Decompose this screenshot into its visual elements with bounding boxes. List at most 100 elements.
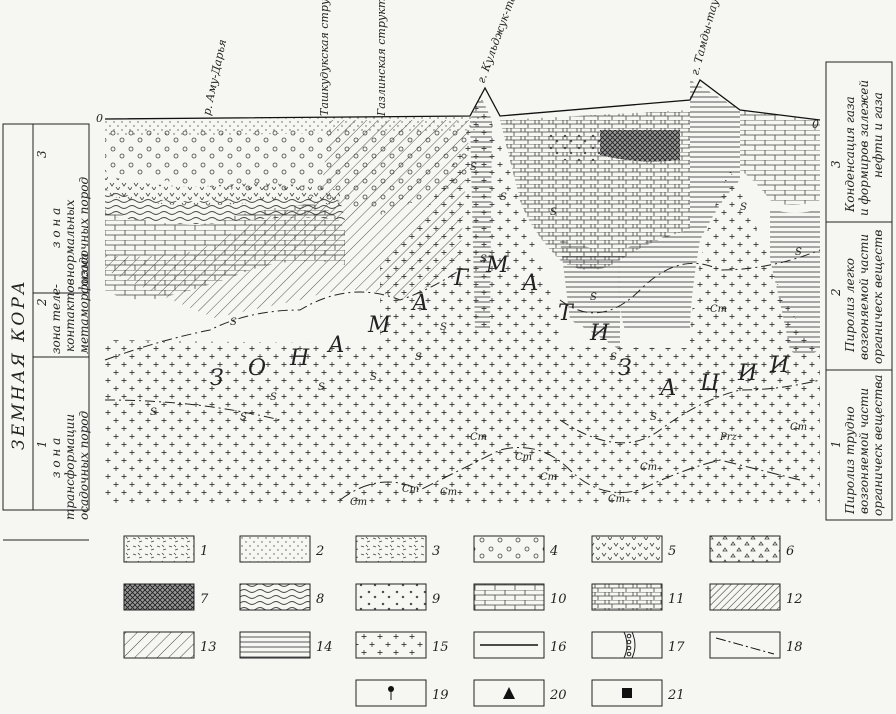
legend-item-7: 7	[123, 583, 209, 611]
svg-text:И: И	[769, 353, 790, 378]
legend-number: 4	[549, 544, 558, 559]
svg-text:Пиролиз легко: Пиролиз легко	[843, 258, 857, 353]
cross-layer	[600, 130, 680, 162]
zero-mark-right: 0	[812, 118, 819, 131]
tamdy-column	[618, 80, 740, 330]
svg-text:Cm: Cm	[440, 487, 457, 498]
svg-text:S: S	[550, 207, 557, 218]
svg-text:S: S	[590, 292, 597, 303]
legend-number: 13	[200, 640, 217, 655]
zone-letters: З О Н А М А Г М А Т И З А Ц И И	[210, 253, 790, 401]
svg-text:3: 3	[829, 160, 843, 168]
zero-mark-left: 0	[96, 112, 103, 125]
svg-text:Cm: Cm	[540, 472, 557, 483]
svg-text:3: 3	[35, 150, 49, 158]
legend-item-4: 4	[473, 535, 558, 563]
svg-text:О: О	[248, 356, 266, 381]
svg-text:S: S	[270, 392, 277, 403]
sediment-pipe	[470, 95, 492, 330]
svg-text:S: S	[150, 407, 157, 418]
svg-text:S: S	[440, 322, 447, 333]
svg-text:возгоняемой части: возгоняемой части	[857, 388, 871, 514]
legend-number: 7	[200, 592, 209, 607]
svg-text:нефти и газа: нефти и газа	[871, 92, 885, 178]
s-marks: S S S S S S S S S S S S S S S S S	[150, 162, 802, 423]
legend-item-5: 5	[591, 535, 676, 563]
svg-text:1: 1	[829, 440, 843, 448]
svg-text:Ц: Ц	[699, 371, 720, 396]
svg-text:возгоняемой части: возгоняемой части	[857, 234, 871, 360]
svg-text:З: З	[210, 366, 224, 391]
surface-line	[104, 79, 821, 121]
legend-item-12: 12	[709, 583, 803, 611]
label-amu-darya: р. Аму-Дарья	[200, 38, 229, 116]
svg-text:S: S	[415, 352, 422, 363]
right-item-3: 3 Конденсация газа и формиров залежей не…	[829, 80, 885, 216]
svg-text:З: З	[618, 356, 632, 381]
legend-item-20: 20	[473, 679, 567, 707]
right-column: 3 Конденсация газа и формиров залежей не…	[825, 61, 893, 521]
cm-marks: Cm Cm Cm Cm Cm Cm Cm Cm Cm Cm Prz	[350, 304, 807, 508]
svg-text:И: И	[737, 361, 758, 386]
legend-item-17: 17	[591, 631, 685, 659]
legend-item-3: 3	[355, 535, 440, 563]
svg-text:А: А	[658, 376, 677, 401]
svg-text:Cm: Cm	[470, 432, 487, 443]
left-zone-2: 2 зона теле- контактов метаморфизма	[35, 253, 91, 354]
svg-text:2: 2	[829, 288, 843, 297]
svg-text:А: А	[326, 333, 345, 358]
legend-item-1: 1	[123, 535, 208, 563]
svg-text:Пиролиз трудно: Пиролиз трудно	[843, 406, 857, 515]
legend-number: 11	[668, 592, 685, 607]
legend-number: 10	[550, 592, 567, 607]
legend-item-19: 19	[355, 679, 449, 707]
svg-text:S: S	[500, 192, 507, 203]
svg-text:контактов: контактов	[63, 278, 77, 352]
svg-text:и формиров залежей: и формиров залежей	[857, 80, 871, 216]
label-tashkuduk: Ташкудукская структура	[318, 0, 331, 116]
legend-number: 16	[550, 640, 567, 655]
svg-text:S: S	[318, 382, 325, 393]
legend-number: 21	[667, 688, 685, 703]
svg-text:трансформации: трансформации	[63, 414, 77, 520]
svg-text:Cm: Cm	[640, 462, 657, 473]
star-layer	[545, 130, 600, 162]
svg-text:Cm: Cm	[402, 484, 419, 495]
svg-text:Cm: Cm	[790, 422, 807, 433]
svg-text:М: М	[367, 313, 391, 338]
right-item-2: 2 Пиролиз легко возгоняемой части органи…	[829, 230, 885, 364]
legend-item-14: 14	[239, 631, 333, 659]
sand-top	[105, 116, 480, 135]
label-tamdy: г. Тамды-тау	[688, 0, 721, 77]
basement-contact	[339, 447, 801, 501]
limestone-left	[105, 204, 345, 300]
svg-text:Н: Н	[289, 346, 310, 371]
legend-item-16: 16	[473, 631, 567, 659]
svg-text:метаморфизма: метаморфизма	[77, 253, 91, 354]
legend-number: 5	[668, 544, 676, 559]
legend-number: 6	[786, 544, 794, 559]
svg-text:Cm: Cm	[515, 452, 532, 463]
legend-item-2: 2	[239, 535, 324, 563]
conglomerate-layer	[105, 128, 470, 215]
svg-text:S: S	[650, 412, 657, 423]
label-kuldzhuk: г. Кульджук-тау	[475, 0, 522, 85]
svg-text:S: S	[370, 372, 377, 383]
zone-boundary-lower	[104, 379, 821, 444]
legend-number: 3	[432, 544, 440, 559]
zone-boundary-upper	[104, 249, 821, 361]
profile-section: 0 0 р. Аму-Дарья Ташкудукская структура …	[96, 0, 821, 508]
legend-item-11: 11	[591, 583, 685, 611]
legend-item-15: 15	[355, 631, 449, 659]
svg-text:S: S	[230, 317, 237, 328]
legend-number: 14	[316, 640, 333, 655]
svg-text:Cm: Cm	[350, 497, 367, 508]
legend-number: 12	[786, 592, 803, 607]
right-item-1: 1 Пиролиз трудно возгоняемой части орган…	[829, 375, 885, 516]
granite-dome-right	[690, 170, 820, 505]
svg-text:М: М	[485, 253, 509, 278]
crust-label: ЗЕМНАЯ КОРА	[9, 278, 29, 450]
legend-item-8: 8	[239, 583, 324, 611]
svg-text:S: S	[480, 254, 487, 265]
svg-text:Т: Т	[558, 301, 575, 326]
